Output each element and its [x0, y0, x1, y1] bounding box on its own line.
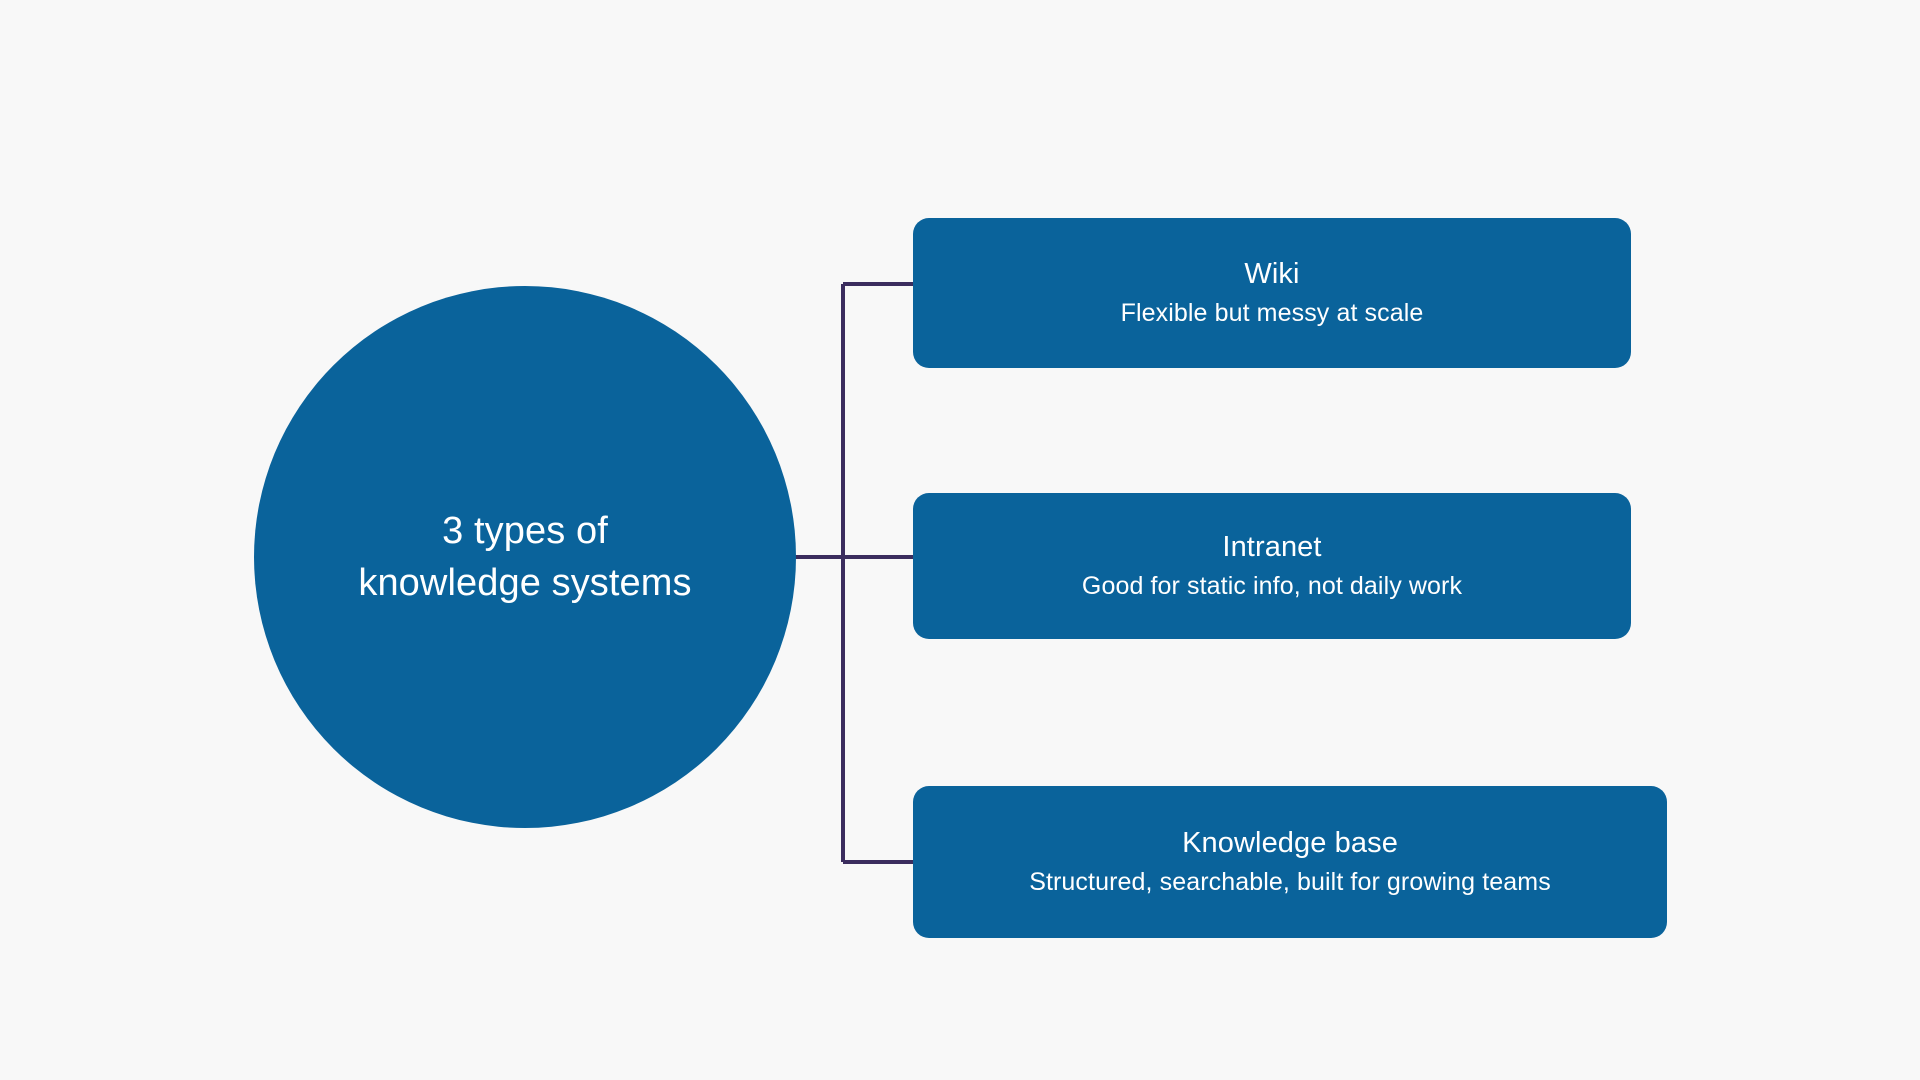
branch-title-intranet: Intranet: [1222, 531, 1322, 564]
branch-description-knowledge-base: Structured, searchable, built for growin…: [1029, 868, 1551, 897]
branch-description-wiki: Flexible but messy at scale: [1120, 299, 1424, 328]
branch-description-intranet: Good for static info, not daily work: [1081, 572, 1463, 601]
branch-node-wiki[interactable]: Wiki Flexible but messy at scale: [913, 218, 1631, 368]
branch-title-knowledge-base: Knowledge base: [1182, 827, 1398, 860]
branch-node-intranet[interactable]: Intranet Good for static info, not daily…: [913, 493, 1631, 639]
center-node-label: 3 types of knowledge systems: [358, 509, 692, 604]
center-node[interactable]: 3 types of knowledge systems: [254, 286, 796, 828]
branch-node-knowledge-base[interactable]: Knowledge base Structured, searchable, b…: [913, 786, 1667, 938]
branch-title-wiki: Wiki: [1244, 258, 1300, 291]
